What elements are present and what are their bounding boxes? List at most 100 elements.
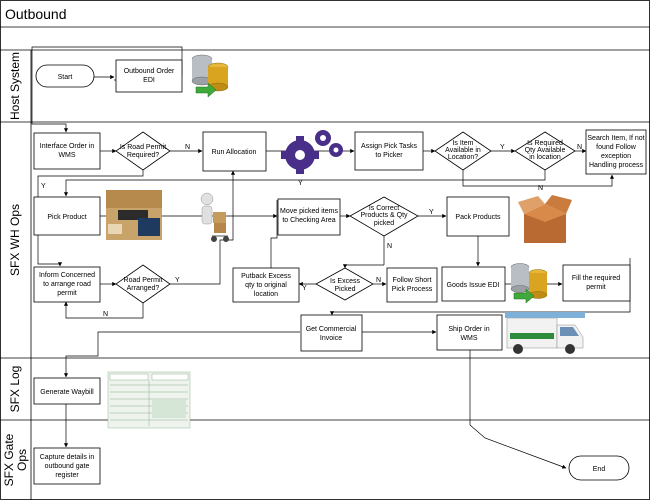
outbound-edi-label-line1: Outbound Order <box>124 68 175 75</box>
gears-icon <box>281 130 343 174</box>
lane-title-log: SFX Log <box>8 366 22 413</box>
putback-excess-line3: location <box>254 291 278 298</box>
assign-pick-line2: to Picker <box>375 152 403 159</box>
required-qty-diamond <box>514 131 576 171</box>
edge-label-y-3: Y <box>41 183 46 190</box>
item-available-line2: Available in <box>445 147 481 154</box>
excess-picked-line2: Picked <box>334 286 355 293</box>
goods-issue-edi-box <box>441 266 506 302</box>
excess-picked-diamond <box>315 267 374 301</box>
excess-picked-line1: Is Excess <box>330 278 360 285</box>
search-item-line4: Handling process <box>589 162 644 169</box>
inform-concerned-line1: Inform Concerned <box>39 272 95 279</box>
search-item-line1: Search Item, If not <box>587 135 644 142</box>
item-available-line3: Location? <box>448 154 478 161</box>
outbound-edi-box <box>115 59 183 93</box>
diagram-title: Outbound <box>5 6 67 22</box>
outbound-edi-label-line2: EDI <box>143 77 155 84</box>
lane-title-host: Host System <box>8 52 22 120</box>
edge-label-n-3: N <box>538 185 543 192</box>
inform-concerned-box <box>33 266 101 303</box>
putback-excess-line1: Putback Excess <box>241 273 291 280</box>
pick-product-label: Pick Product <box>47 214 86 221</box>
road-permit-arranged-line1: Road Permit <box>124 277 163 284</box>
item-available-line1: Is Item <box>452 140 473 147</box>
assign-pick-box <box>354 131 424 171</box>
search-item-line2: found Follow <box>596 144 637 151</box>
follow-short-pick-box <box>386 267 438 303</box>
edge-label-n-4: N <box>387 243 392 250</box>
edge-label-y-1: Y <box>500 144 505 151</box>
start-label: Start <box>58 74 73 81</box>
get-invoice-line2: Invoice <box>320 335 342 342</box>
search-item-box <box>585 129 647 175</box>
road-permit-required-line1: Is Road Permit <box>120 144 166 151</box>
pick-product-box <box>33 196 101 236</box>
end-label: End <box>593 466 606 473</box>
waybill-document-icon <box>107 371 191 429</box>
interface-order-box <box>33 132 101 170</box>
move-picked-line1: Move picked items <box>280 208 338 215</box>
generate-waybill-label: Generate Waybill <box>40 389 94 396</box>
inform-concerned-line2: to arrange road <box>43 281 91 288</box>
pack-products-box <box>446 196 510 237</box>
lane-title-gate-line1: SFX Gate <box>2 433 16 486</box>
capture-details-line1: Capture details in <box>40 454 95 461</box>
ship-order-line1: Ship Order in <box>448 326 489 333</box>
required-qty-line1: Is Required <box>527 140 563 147</box>
fill-permit-box <box>562 264 631 302</box>
road-permit-required-line2: Required? <box>127 152 159 159</box>
road-permit-required-diamond <box>115 131 171 171</box>
capture-details-box <box>33 447 101 485</box>
capture-details-line2: outbound gate <box>45 463 90 470</box>
end-terminal <box>568 455 630 481</box>
database-icon <box>191 54 229 98</box>
follow-short-pick-line2: Pick Process <box>392 286 433 293</box>
edge-label-n-1: N <box>185 144 190 151</box>
interface-order-line2: WMS <box>58 152 75 159</box>
run-allocation-label: Run Allocation <box>212 149 257 156</box>
edge-label-n-5: N <box>376 277 381 284</box>
correct-products-diamond <box>349 196 419 237</box>
lane-title-gate-line2: Ops <box>15 449 29 471</box>
search-item-line3: exception <box>601 153 631 160</box>
ship-order-line2: WMS <box>460 335 477 342</box>
get-invoice-line1: Get Commercial <box>306 326 357 333</box>
move-picked-line2: to Checking Area <box>282 217 335 224</box>
start-terminal <box>35 64 95 88</box>
edge-label-n-2: N <box>577 144 582 151</box>
required-qty-line3: in location <box>529 154 561 161</box>
edge-label-y-5: Y <box>302 285 307 292</box>
run-allocation-box <box>202 131 267 172</box>
required-qty-line2: Qty Available <box>525 147 566 154</box>
hand-scanner-icon <box>106 190 162 240</box>
delivery-van-icon <box>505 312 585 356</box>
goods-issue-edi-label: Goods Issue EDI <box>447 282 500 289</box>
edge-label-y-6: Y <box>175 277 180 284</box>
correct-products-line2: Products & Qty <box>360 212 408 219</box>
follow-short-pick-line1: Follow Short <box>393 277 432 284</box>
open-box-icon <box>518 195 572 243</box>
capture-details-line3: register <box>55 472 79 479</box>
edge-label-n-6: N <box>103 311 108 318</box>
edge-label-y-2: Y <box>298 180 303 187</box>
inform-concerned-line3: permit <box>57 290 77 297</box>
database-icon <box>510 263 548 304</box>
road-permit-arranged-diamond <box>115 264 171 304</box>
assign-pick-line1: Assign Pick Tasks <box>361 143 417 150</box>
correct-products-line1: Is Correct <box>369 205 399 212</box>
putback-excess-line2: qty to original <box>245 282 287 289</box>
edge-label-y-4: Y <box>429 209 434 216</box>
fill-permit-line2: permit <box>586 284 606 291</box>
correct-products-line3: picked <box>374 220 394 227</box>
edges: N Y N N Y Y Y N N Y <box>31 46 631 469</box>
lane-title-wh: SFX WH Ops <box>8 204 22 276</box>
get-invoice-box <box>300 314 363 352</box>
putback-excess-box <box>232 267 300 303</box>
pack-products-label: Pack Products <box>455 214 501 221</box>
hand-truck-figure-icon <box>200 192 229 242</box>
move-picked-box <box>277 198 341 236</box>
item-available-diamond <box>434 131 492 171</box>
